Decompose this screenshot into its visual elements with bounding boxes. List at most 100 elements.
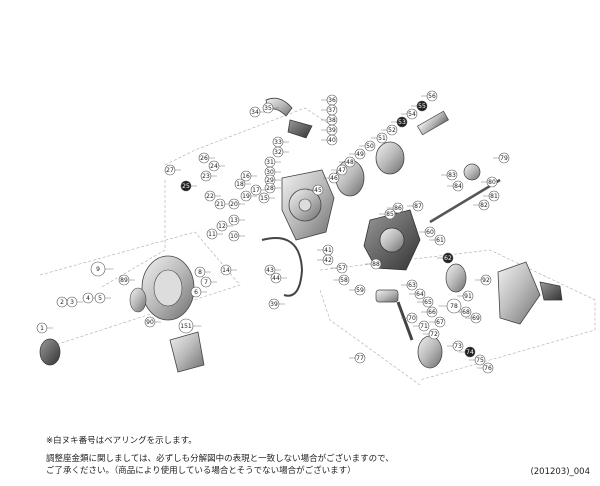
callout-39: 39 — [326, 124, 338, 136]
callout-circle — [498, 152, 510, 164]
callout-circle — [264, 182, 276, 194]
callout-circle — [216, 220, 228, 232]
callout-number: 15 — [260, 195, 268, 202]
callout-circle — [412, 200, 424, 212]
callout-number: 54 — [408, 111, 416, 118]
callout-circle — [90, 261, 106, 277]
callout-number: 23 — [202, 173, 210, 180]
callout-number: 13 — [230, 217, 238, 224]
callout-number: 68 — [462, 309, 470, 316]
callout-7: 7 — [200, 276, 212, 288]
callout-circle — [220, 264, 232, 276]
callout-64: 64 — [414, 288, 426, 300]
callout-number: 61 — [436, 237, 444, 244]
callout-17: 17 — [250, 184, 262, 196]
callout-number: 5 — [98, 295, 102, 302]
callout-number: 17 — [252, 187, 260, 194]
callout-84: 84 — [452, 180, 464, 192]
callout-circle — [208, 160, 220, 172]
callout-number: 57 — [338, 265, 346, 272]
callout-51: 51 — [376, 132, 388, 144]
callout-number: 80 — [488, 179, 496, 186]
callout-circle — [424, 226, 436, 238]
callout-number: 25 — [182, 183, 190, 190]
callout-number: 39 — [270, 301, 278, 308]
bail-arm — [261, 237, 304, 297]
callout-number: 47 — [338, 167, 346, 174]
callout-circle — [434, 234, 446, 246]
callout-circle — [406, 108, 418, 120]
callout-9: 9 — [90, 261, 106, 277]
callout-circle — [418, 320, 430, 332]
callout-40: 40 — [326, 134, 338, 146]
callout-57: 57 — [336, 262, 348, 274]
callout-number: 14 — [222, 267, 230, 274]
callout-number: 92 — [482, 277, 490, 284]
callout-61: 61 — [434, 234, 446, 246]
callout-3: 3 — [66, 296, 78, 308]
callout-circle — [312, 184, 324, 196]
callout-circle — [228, 214, 240, 226]
callout-number: 83 — [448, 172, 456, 179]
callout-number: 27 — [166, 167, 174, 174]
callout-circle — [442, 252, 454, 264]
callout-circle — [452, 340, 464, 352]
callout-circle — [178, 318, 194, 334]
callout-83: 83 — [446, 169, 458, 181]
callout-number: 77 — [356, 355, 364, 362]
callout-number: 50 — [366, 143, 374, 150]
callout-circle — [82, 292, 94, 304]
catalog-code: (201203)_004 — [530, 467, 590, 477]
callout-circle — [386, 124, 398, 136]
callout-number: 58 — [340, 277, 348, 284]
washer-note-line1: 調整座金類に関しましては、必ずしも分解図中の表現と一致しない場合がございますので… — [46, 454, 394, 464]
callout-number: 34 — [251, 109, 259, 116]
callout-circle — [446, 169, 458, 181]
drag-knob — [39, 338, 61, 366]
callout-number: 36 — [328, 97, 336, 104]
callout-59: 59 — [354, 284, 366, 296]
callout-44: 44 — [270, 272, 282, 284]
callout-5: 5 — [94, 292, 106, 304]
callout-82: 82 — [478, 199, 490, 211]
callout-number: 87 — [414, 203, 422, 210]
callout-50: 50 — [364, 140, 376, 152]
callout-number: 72 — [430, 331, 438, 338]
callout-circle — [180, 180, 192, 192]
callout-number: 56 — [428, 93, 436, 100]
callout-number: 63 — [408, 282, 416, 289]
callout-number: 64 — [416, 291, 424, 298]
callout-15: 15 — [258, 192, 270, 204]
callout-number: 35 — [264, 105, 272, 112]
spool-assembly — [129, 255, 195, 321]
callout-66: 66 — [426, 306, 438, 318]
callout-52: 52 — [386, 124, 398, 136]
callout-labels: 3637343538394033323130292856555453525150… — [36, 90, 510, 374]
callout-number: 79 — [500, 155, 508, 162]
callout-number: 22 — [206, 193, 214, 200]
callout-14: 14 — [220, 264, 232, 276]
callout-circle — [422, 296, 434, 308]
callout-number: 53 — [398, 119, 406, 126]
callout-28: 28 — [264, 182, 276, 194]
callout-number: 78 — [450, 303, 458, 310]
callout-circle — [406, 279, 418, 291]
rotor-assembly — [281, 169, 335, 241]
callout-21: 21 — [214, 198, 226, 210]
callout-91: 91 — [462, 290, 474, 302]
callout-56: 56 — [426, 90, 438, 102]
callout-circle — [416, 100, 428, 112]
callout-73: 73 — [452, 340, 464, 352]
callout-58: 58 — [338, 274, 350, 286]
callout-circle — [234, 178, 246, 190]
callout-number: 2 — [60, 299, 64, 306]
leader-lines — [47, 95, 499, 369]
spool-cover — [169, 331, 205, 373]
callout-11: 11 — [206, 228, 218, 240]
callout-37: 37 — [326, 104, 338, 116]
callout-circle — [164, 164, 176, 176]
callout-number: 81 — [490, 193, 498, 200]
callout-87: 87 — [412, 200, 424, 212]
callout-8: 8 — [194, 266, 206, 278]
callout-number: 55 — [418, 103, 426, 110]
